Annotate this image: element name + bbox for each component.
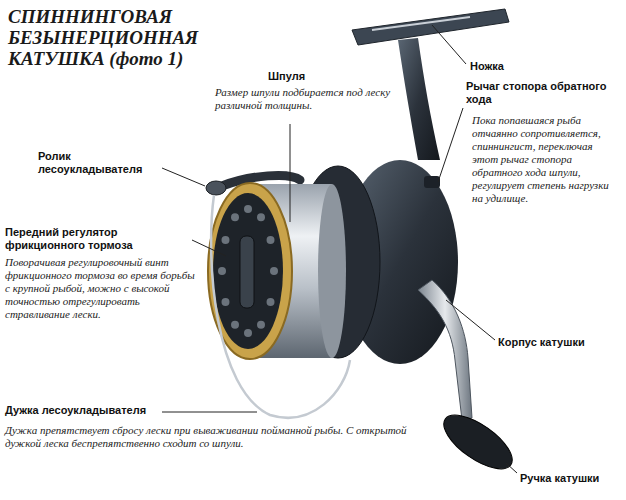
leader-line <box>162 412 257 413</box>
part-name: Дужка лесоукладывателя <box>5 404 205 417</box>
drag-knob-grip <box>240 236 254 308</box>
drag-hole <box>218 267 226 275</box>
leader-line <box>446 300 495 340</box>
part-note: Пока попавшаяся рыба отчаянно сопротивля… <box>472 114 620 205</box>
leader-line <box>162 168 205 186</box>
drag-hole <box>231 321 239 329</box>
part-note: Дужка препятствует сбросу лески при выва… <box>5 424 415 450</box>
leader-line <box>438 108 463 182</box>
leader-line <box>506 463 517 473</box>
part-note: Размер шпули подбирается под леску разли… <box>215 86 395 112</box>
line-roller <box>206 181 226 195</box>
drag-knob-face <box>213 193 283 349</box>
drag-hole <box>270 267 278 275</box>
spool-back <box>318 184 346 358</box>
drag-hole <box>257 321 265 329</box>
reel-foot-highlight <box>372 17 470 30</box>
drag-hole <box>221 298 229 306</box>
reel-foot-stem <box>398 38 440 160</box>
part-name: Шпуля <box>268 70 378 83</box>
leader-line <box>432 25 466 64</box>
leader-line <box>290 124 291 222</box>
bail-wire <box>211 195 350 418</box>
reel-foot-plate <box>352 9 509 45</box>
part-note: Поворачивая регулировочный винт фрикцион… <box>5 256 200 321</box>
drag-hole <box>221 236 229 244</box>
handle-knob <box>435 405 520 479</box>
drag-hole <box>267 298 275 306</box>
part-name: Ручка катушки <box>520 472 620 485</box>
drag-hole <box>257 213 265 221</box>
drag-hole <box>231 213 239 221</box>
anti-reverse-lever <box>424 176 440 188</box>
part-name: Ролик лесоукладывателя <box>38 150 163 176</box>
handle-arm <box>418 280 472 420</box>
drag-hole <box>244 329 252 337</box>
drag-hole <box>244 205 252 213</box>
part-name: Ножка <box>470 60 570 73</box>
part-name: Рычаг стопора обратного хода <box>466 80 620 106</box>
leader-line <box>192 240 226 256</box>
drag-holes <box>218 205 278 337</box>
title: СПИННИНГОВАЯ БЕЗЫНЕРЦИОННАЯ КАТУШКА (фот… <box>8 6 268 69</box>
part-name: Передний регулятор фрикционного тормоза <box>5 226 190 252</box>
drag-hole <box>267 236 275 244</box>
part-name: Корпус катушки <box>498 336 620 349</box>
